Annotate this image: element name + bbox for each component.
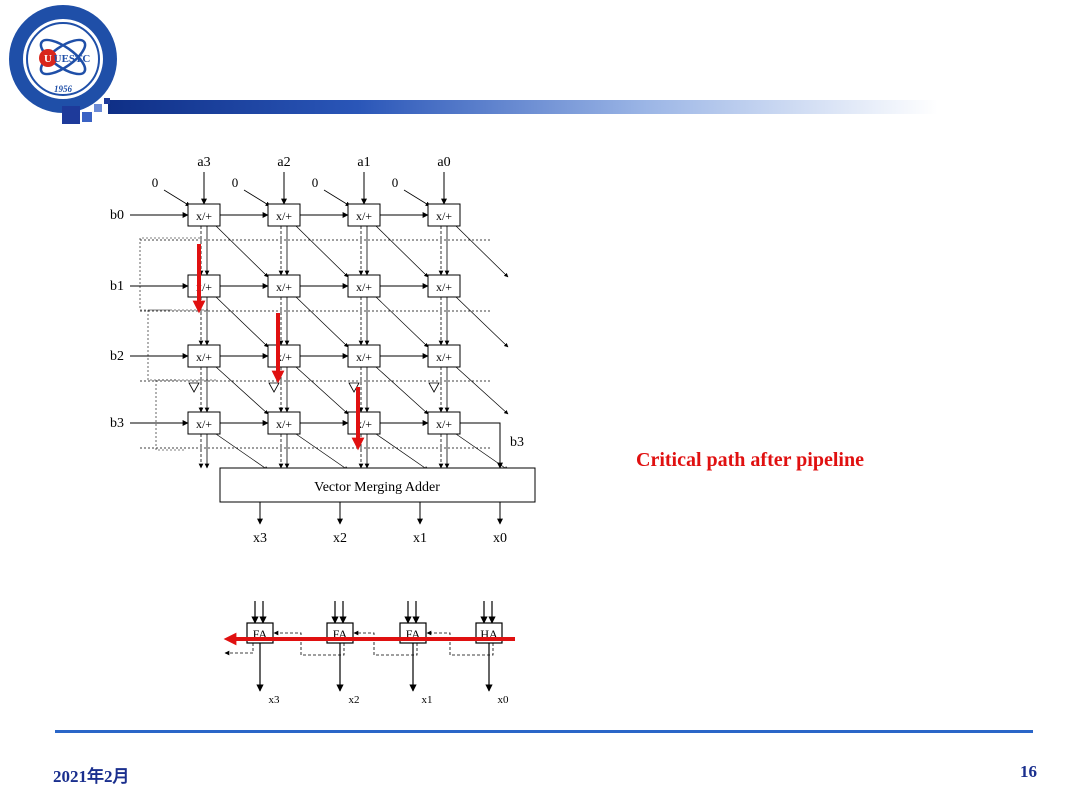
- ripple-carry-dashed: [273, 630, 345, 656]
- vector-merging-adder-label: Vector Merging Adder: [314, 480, 440, 495]
- multiply-add-cell: [187, 274, 221, 298]
- multiply-add-cell: [267, 411, 301, 435]
- diagonal-carry-arrow: [375, 296, 429, 348]
- cell-label: x/+: [276, 417, 292, 431]
- zero-input-label: 0: [392, 175, 399, 190]
- cell-label: x/+: [196, 209, 212, 223]
- array-multiplier-diagram: a3 0 a2 0 a1 0 a0 0 b0 b1 b2 b3 x/+ x/+ x/+ x/+ x/+ x/+ x/…: [110, 155, 536, 706]
- input-a-label: a0: [437, 155, 450, 170]
- output-label: x1: [413, 531, 427, 546]
- input-a-label: a2: [277, 155, 290, 170]
- multiply-add-cell: [187, 411, 221, 435]
- cell-label: x/+: [436, 280, 452, 294]
- multiply-add-cell: [347, 344, 381, 368]
- uestc-logo: U UESTC 1956: [9, 5, 117, 113]
- input-a-label: a1: [357, 155, 370, 170]
- header-square: [62, 106, 80, 124]
- cell-label: x/+: [356, 417, 372, 431]
- multiply-add-cell: [427, 411, 461, 435]
- b3-bypass-arrow: [460, 422, 503, 469]
- diagonal-carry-arrow: [375, 225, 429, 278]
- diagonal-carry-arrow: [375, 366, 429, 415]
- cell-label: x/+: [356, 350, 372, 364]
- diagonal-carry-arrow: [375, 433, 429, 471]
- diagonal-carry-arrow: [215, 225, 269, 278]
- header-bar: [108, 100, 938, 114]
- multiply-add-cell: [427, 274, 461, 298]
- cell-label: x/+: [436, 209, 452, 223]
- input-b-label: b0: [110, 208, 124, 223]
- multiply-add-cell: [347, 274, 381, 298]
- cell-label: x/+: [356, 280, 372, 294]
- multiply-add-cell: [427, 203, 461, 227]
- multiply-add-cell: [267, 203, 301, 227]
- cell-label: x/+: [276, 280, 292, 294]
- multiply-add-cell: [427, 344, 461, 368]
- zero-input-arrow: [403, 189, 431, 207]
- ripple-output-label: x3: [269, 694, 281, 706]
- diagonal-carry-arrow: [295, 366, 349, 415]
- ripple-output-label: x2: [349, 694, 360, 706]
- multiply-add-cell: [187, 344, 221, 368]
- delay-triangle: [268, 382, 280, 393]
- zero-input-label: 0: [152, 175, 159, 190]
- zero-input-arrow: [163, 189, 191, 207]
- bypass-b3-label: b3: [510, 435, 524, 450]
- feedback-bracket: [155, 379, 216, 451]
- logo-text: UESTC: [54, 53, 91, 65]
- cell-label: x/+: [356, 209, 372, 223]
- cell-label: x/+: [196, 417, 212, 431]
- diagonal-carry-arrow: [215, 366, 269, 415]
- feedback-bracket: [139, 237, 200, 311]
- zero-input-label: 0: [312, 175, 319, 190]
- delay-triangle: [188, 382, 200, 393]
- zero-input-arrow: [243, 189, 271, 207]
- input-b-label: b3: [110, 416, 124, 431]
- multiply-add-cell: [267, 274, 301, 298]
- diagonal-carry-arrow: [455, 366, 509, 415]
- output-label: x2: [333, 531, 347, 546]
- delay-triangle: [428, 382, 440, 393]
- ripple-carry-dashed: [353, 630, 418, 656]
- cell-label: x/+: [436, 350, 452, 364]
- ripple-output-label: x1: [422, 694, 433, 706]
- footer-date: 2021年2月: [53, 767, 130, 786]
- output-label: x0: [493, 531, 507, 546]
- ripple-output-label: x0: [498, 694, 510, 706]
- cell-label: x/+: [276, 209, 292, 223]
- diagonal-carry-arrow: [455, 296, 509, 348]
- diagonal-carry-arrow: [295, 433, 349, 471]
- cell-label: x/+: [276, 350, 292, 364]
- ripple-carry-out: [224, 643, 254, 656]
- diagonal-carry-arrow: [215, 433, 269, 471]
- header-square: [94, 104, 102, 112]
- header-square: [82, 112, 92, 122]
- ripple-carry-dashed: [426, 630, 494, 656]
- logo-year: 1956: [54, 84, 73, 94]
- multiply-add-cell: [187, 203, 221, 227]
- diagonal-carry-arrow: [455, 225, 509, 278]
- footer-divider: [55, 730, 1033, 733]
- cell-label: x/+: [196, 350, 212, 364]
- zero-input-label: 0: [232, 175, 239, 190]
- header-square: [104, 98, 110, 104]
- critical-path-caption: Critical path after pipeline: [636, 449, 864, 471]
- zero-input-arrow: [323, 189, 351, 207]
- diagonal-carry-arrow: [215, 296, 269, 348]
- svg-text:U: U: [44, 53, 52, 65]
- input-b-label: b1: [110, 279, 124, 294]
- multiply-add-cell: [347, 203, 381, 227]
- vector-merging-adder-box: [219, 467, 536, 503]
- cell-label: x/+: [436, 417, 452, 431]
- page-number: 16: [1020, 762, 1037, 781]
- input-b-label: b2: [110, 349, 124, 364]
- diagonal-carry-arrow: [295, 296, 349, 348]
- diagonal-carry-arrow: [295, 225, 349, 278]
- output-label: x3: [253, 531, 267, 546]
- input-a-label: a3: [197, 155, 210, 170]
